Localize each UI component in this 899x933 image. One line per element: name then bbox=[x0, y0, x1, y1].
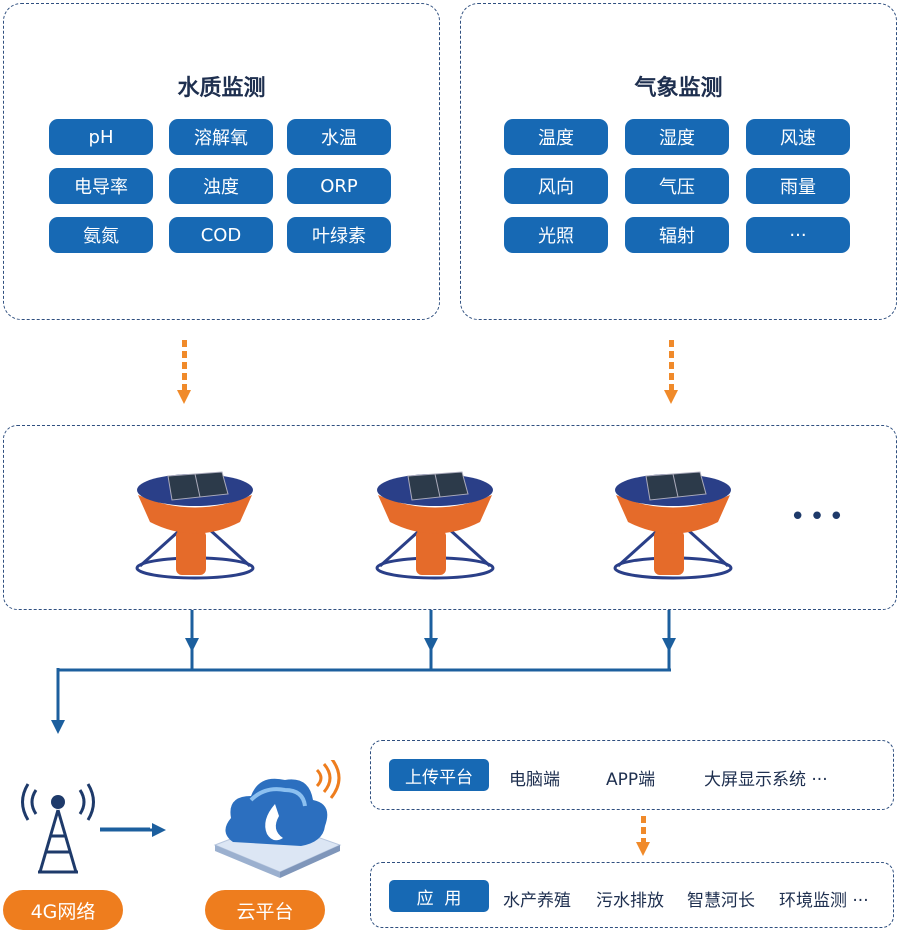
cloud-platform-label: 云平台 bbox=[205, 890, 325, 930]
app-item-river-chief: 智慧河长 bbox=[687, 891, 755, 911]
water-item-chlorophyll: 叶绿素 bbox=[287, 217, 391, 253]
app-item-aquaculture: 水产养殖 bbox=[503, 891, 571, 911]
water-item-do: 溶解氧 bbox=[169, 119, 273, 155]
buoy-icon bbox=[613, 471, 733, 580]
application-row: 应 用 水产养殖 污水排放 智慧河长 环境监测 ··· bbox=[370, 862, 894, 928]
network-to-cloud-arrow bbox=[100, 823, 166, 837]
signal-tower-icon bbox=[21, 783, 95, 874]
water-quality-panel: 水质监测 pH 溶解氧 水温 电导率 浊度 ORP 氨氮 COD 叶绿素 bbox=[3, 3, 440, 320]
weather-item-radiation: 辐射 bbox=[625, 217, 729, 253]
water-item-ammonia: 氨氮 bbox=[49, 217, 153, 253]
water-item-orp: ORP bbox=[287, 168, 391, 204]
water-quality-title: 水质监测 bbox=[177, 76, 266, 101]
weather-panel: 气象监测 温度 湿度 风速 风向 气压 雨量 光照 辐射 ··· bbox=[460, 3, 897, 320]
app-item-sewage: 污水排放 bbox=[596, 891, 664, 911]
water-item-ph: pH bbox=[49, 119, 153, 155]
water-down-arrow bbox=[182, 340, 187, 390]
app-item-env-monitoring: 环境监测 ··· bbox=[779, 891, 869, 911]
weather-item-wind-direction: 风向 bbox=[504, 168, 608, 204]
buoy-more-indicator: ••• bbox=[790, 502, 849, 532]
cloud-platform-icon bbox=[213, 760, 342, 878]
upload-item-pc: 电脑端 bbox=[509, 770, 560, 790]
upload-to-app-arrow bbox=[641, 816, 646, 842]
upload-platform-row: 上传平台 电脑端 APP端 大屏显示系统 ··· bbox=[370, 740, 894, 810]
upload-platform-tag: 上传平台 bbox=[389, 759, 489, 791]
weather-item-rainfall: 雨量 bbox=[746, 168, 850, 204]
weather-item-temperature: 温度 bbox=[504, 119, 608, 155]
weather-item-humidity: 湿度 bbox=[625, 119, 729, 155]
network-label: 4G网络 bbox=[3, 890, 123, 930]
application-tag: 应 用 bbox=[389, 880, 489, 912]
water-item-turbidity: 浊度 bbox=[169, 168, 273, 204]
weather-item-wind-speed: 风速 bbox=[746, 119, 850, 155]
water-down-arrow-head bbox=[177, 390, 191, 404]
water-item-temp: 水温 bbox=[287, 119, 391, 155]
weather-item-more: ··· bbox=[746, 217, 850, 253]
water-item-conductivity: 电导率 bbox=[49, 168, 153, 204]
upload-to-app-arrow-head bbox=[636, 842, 650, 856]
weather-item-light: 光照 bbox=[504, 217, 608, 253]
buoy-icon bbox=[135, 471, 255, 580]
upload-item-app: APP端 bbox=[606, 770, 656, 790]
buoy-panel bbox=[3, 425, 897, 610]
weather-down-arrow bbox=[669, 340, 674, 390]
buoy-icon bbox=[375, 471, 495, 580]
water-item-cod: COD bbox=[169, 217, 273, 253]
weather-item-pressure: 气压 bbox=[625, 168, 729, 204]
weather-title: 气象监测 bbox=[634, 76, 723, 101]
upload-item-bigscreen: 大屏显示系统 ··· bbox=[704, 770, 828, 790]
weather-down-arrow-head bbox=[664, 390, 678, 404]
